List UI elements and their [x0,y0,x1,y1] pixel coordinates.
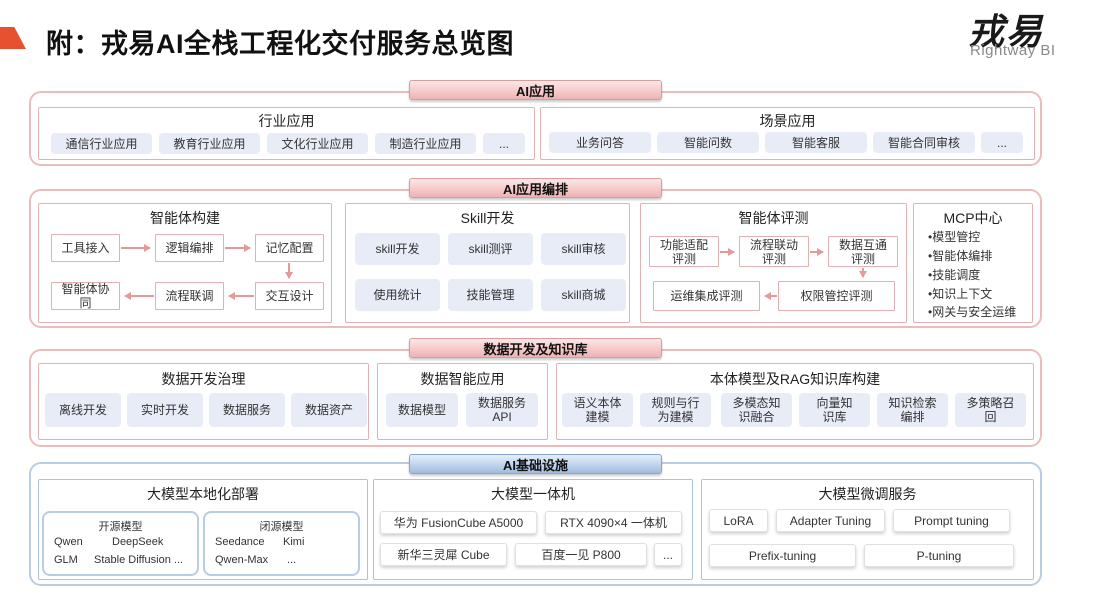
agent-build-step: 逻辑编排 [155,234,224,262]
industry-app-box [38,107,535,160]
scenario-item: 智能合同审核 [873,132,975,153]
agent-eval-step: 权限管控评测 [778,281,895,311]
open-source-model-panel [42,511,199,576]
ontology-rag-box [556,363,1034,440]
logo-text: 戎易 [968,11,1045,53]
mcp-item: •知识上下文 [928,287,993,301]
appliance-item: ... [654,543,682,566]
closed-source-model-title: 闭源模型 [259,521,304,533]
finetune-item: Prefix-tuning [709,544,856,567]
ontology-item: 规则与行为建模 [640,393,711,427]
agent-build-step: 流程联调 [155,282,224,310]
skill-dev-box [345,203,630,323]
logo-subtext: Rightway BI [970,42,1056,59]
agent-eval-title: 智能体评测 [738,210,809,226]
agent-build-box [38,203,332,323]
section-badge-data-kb: 数据开发及知识库 [409,338,662,358]
agent-eval-step: 功能适配评测 [649,236,719,267]
ontology-item: 语义本体建模 [562,393,633,427]
industry-item: 教育行业应用 [159,133,260,154]
model-name: Seedance [215,536,265,548]
finetune-title: 大模型微调服务 [818,486,917,502]
industry-item: 通信行业应用 [51,133,152,154]
accent-flag [0,27,26,49]
model-name: Qwen [54,536,83,548]
scenario-item: 业务问答 [549,132,651,153]
closed-source-model-panel [203,511,360,576]
data-intelligent-box [377,363,548,440]
model-name: ... [287,554,297,566]
intelligent-item: 数据服务API [466,393,538,427]
appliance-item: RTX 4090×4 一体机 [545,511,682,534]
agent-eval-box [640,203,907,323]
open-source-model-title: 开源模型 [98,521,143,533]
model-name: DeepSeek [112,536,164,548]
agent-build-title: 智能体构建 [150,210,220,226]
local-deploy-title: 大模型本地化部署 [147,486,259,502]
governance-item: 数据资产 [291,393,367,427]
local-deploy-box [38,479,368,580]
intelligent-item: 数据模型 [386,393,458,427]
agent-eval-step: 数据互通评测 [828,236,898,267]
governance-item: 离线开发 [45,393,121,427]
scenario-item: ... [981,132,1023,153]
ontology-item: 多策略召回 [955,393,1026,427]
appliance-item: 百度一见 P800 [515,543,647,566]
model-name: Stable Diffusion ... [94,554,184,566]
industry-app-title: 行业应用 [258,113,315,129]
model-name: Qwen-Max [215,554,269,566]
skill-item: 使用统计 [355,279,440,311]
section-badge-infra: AI基础设施 [409,454,662,474]
agent-build-step: 智能体协同 [51,282,120,310]
mcp-item: •模型管控 [928,230,981,244]
skill-item: skill审核 [541,233,626,265]
model-name: Kimi [283,536,305,548]
appliance-title: 大模型一体机 [491,486,575,502]
industry-item: 文化行业应用 [267,133,368,154]
governance-item: 数据服务 [209,393,285,427]
mcp-item: •网关与安全运维 [928,305,1017,319]
finetune-item: Adapter Tuning [776,509,885,532]
skill-dev-title: Skill开发 [460,210,515,226]
page-title: 附：戎易AI全栈工程化交付服务总览图 [46,29,514,59]
appliance-box [373,479,693,580]
finetune-item: LoRA [709,509,768,532]
industry-item: ... [483,133,525,154]
mcp-item: •技能调度 [928,268,981,282]
scenario-app-title: 场景应用 [759,113,816,129]
mcp-center-box [913,203,1033,323]
mcp-item: •智能体编排 [928,249,993,263]
data-governance-box [38,363,369,440]
ontology-item: 知识检索编排 [877,393,948,427]
ontology-item: 向量知识库 [799,393,870,427]
industry-item: 制造行业应用 [375,133,476,154]
data-intelligent-title: 数据智能应用 [420,371,505,387]
scenario-item: 智能客服 [765,132,867,153]
appliance-item: 华为 FusionCube A5000 [380,511,537,534]
finetune-item: Prompt tuning [893,509,1010,532]
data-governance-title: 数据开发治理 [161,371,246,387]
finetune-item: P-tuning [864,544,1014,567]
appliance-item: 新华三灵犀 Cube [380,543,507,566]
agent-build-step: 工具接入 [51,234,120,262]
agent-build-step: 交互设计 [255,282,324,310]
skill-item: skill测评 [448,233,533,265]
ontology-rag-title: 本体模型及RAG知识库构建 [709,371,881,387]
scenario-app-box [540,107,1035,160]
mcp-center-title: MCP中心 [943,210,1003,226]
section-badge-ai-app: AI应用 [409,80,662,100]
ontology-item: 多模态知识融合 [721,393,792,427]
skill-item: skill开发 [355,233,440,265]
model-name: GLM [54,554,78,566]
agent-eval-step: 运维集成评测 [653,281,760,311]
agent-eval-step: 流程联动评测 [739,236,809,267]
skill-item: 技能管理 [448,279,533,311]
agent-build-step: 记忆配置 [255,234,324,262]
scenario-item: 智能问数 [657,132,759,153]
skill-item: skill商城 [541,279,626,311]
finetune-box [701,479,1034,580]
governance-item: 实时开发 [127,393,203,427]
section-badge-orchestration: AI应用编排 [409,178,662,198]
